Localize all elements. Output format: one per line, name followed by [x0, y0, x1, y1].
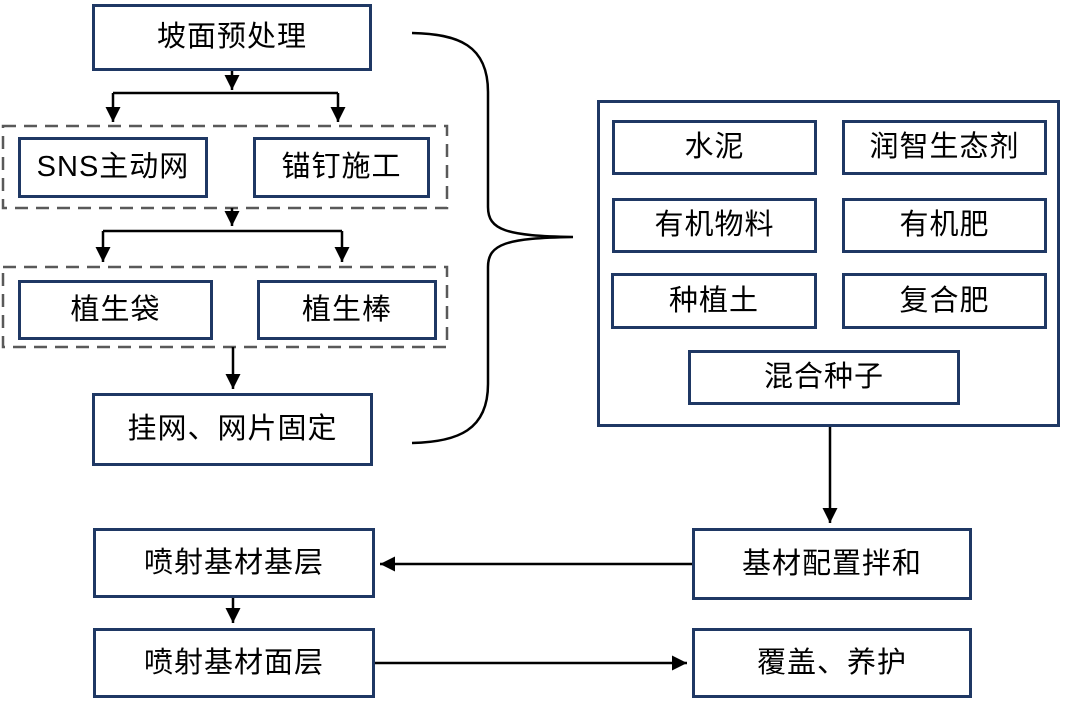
- node-planting-soil: 种植土: [611, 273, 817, 329]
- node-vegetation-bag: 植生袋: [18, 280, 213, 340]
- node-vegetation-rod: 植生棒: [257, 280, 437, 340]
- dashed-group-vegetation: [1, 265, 449, 349]
- node-runzhi-eco-agent: 润智生态剂: [842, 120, 1047, 175]
- curly-brace-icon: [411, 31, 574, 445]
- node-anchor-bolt-construction: 锚钉施工: [253, 137, 430, 198]
- node-spray-base-layer: 喷射基材基层: [93, 528, 375, 598]
- node-substrate-mixing: 基材配置拌和: [692, 528, 972, 600]
- node-compound-fertilizer: 复合肥: [842, 273, 1047, 329]
- node-hang-net-fixing: 挂网、网片固定: [92, 393, 373, 466]
- node-mixed-seeds: 混合种子: [688, 350, 960, 405]
- node-sns-active-net: SNS主动网: [18, 137, 208, 198]
- node-organic-material: 有机物料: [612, 198, 817, 253]
- node-cover-maintenance: 覆盖、养护: [692, 628, 972, 698]
- node-cement: 水泥: [612, 120, 817, 175]
- node-spray-surface-layer: 喷射基材面层: [93, 628, 375, 698]
- node-slope-pretreatment: 坡面预处理: [92, 4, 372, 71]
- node-organic-fertilizer: 有机肥: [842, 198, 1047, 253]
- dashed-group-sns-anchor: [1, 124, 449, 210]
